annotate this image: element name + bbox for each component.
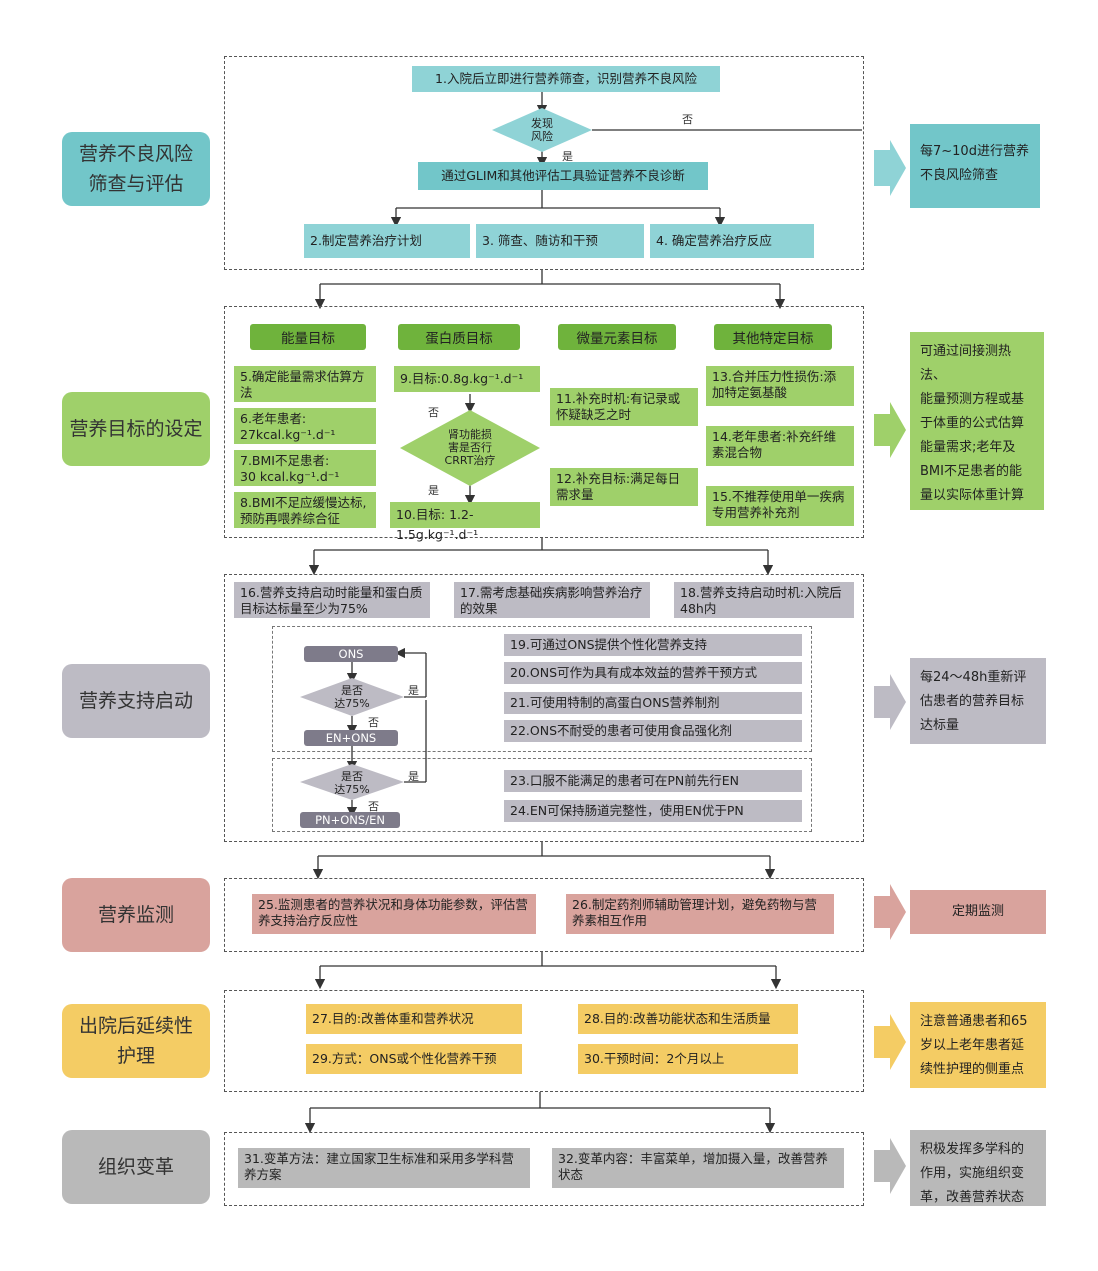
- step-5: 5.确定能量需求估算方法: [234, 366, 376, 402]
- en-subframe: [272, 758, 812, 832]
- step-26: 26.制定药剂师辅助管理计划，避免药物与营养素相互作用: [566, 894, 834, 934]
- renal-diamond: [400, 410, 540, 486]
- step-22: 22.ONS不耐受的患者可使用食品强化剂: [504, 720, 802, 742]
- ons-subframe: [272, 626, 812, 752]
- renal-diamond-label: 肾功能损 害是否行 CRRT治疗: [444, 428, 496, 467]
- step-20: 20.ONS可作为具有成本效益的营养干预方式: [504, 662, 802, 684]
- step-25: 25.监测患者的营养状况和身体功能参数，评估营养支持治疗反应性: [252, 894, 536, 934]
- step-12: 12.补充目标:满足每日需求量: [550, 468, 698, 506]
- side-arrow-6: [874, 1138, 906, 1194]
- side-note-goals: 可通过间接测热法、 能量预测方程或基 于体重的公式估算 能量需求;老年及 BMI…: [910, 332, 1044, 510]
- section-label-goals: 营养目标的设定: [62, 392, 210, 466]
- risk-yes-label: 是: [562, 150, 573, 163]
- header-protein: 蛋白质目标: [398, 324, 520, 350]
- step-23: 23.口服不能满足的患者可在PN前先行EN: [504, 770, 802, 792]
- en-no-label: 否: [368, 800, 379, 813]
- pn-node: PN+ONS/EN: [300, 812, 400, 828]
- step-9: 9.目标:0.8g.kg⁻¹.d⁻¹: [394, 366, 540, 392]
- section-1-frame: [224, 56, 864, 270]
- step-21: 21.可使用特制的高蛋白ONS营养制剂: [504, 692, 802, 714]
- step-7: 7.BMI不足患者: 30 kcal.kg⁻¹.d⁻¹: [234, 450, 376, 486]
- section-4-frame: [224, 878, 864, 952]
- step-31: 31.变革方法：建立国家卫生标准和采用多学科营养方案: [238, 1148, 530, 1188]
- ons-diamond: [300, 678, 404, 716]
- section-label-discharge: 出院后延续性 护理: [62, 1004, 210, 1078]
- step-2: 2.制定营养治疗计划: [304, 224, 470, 258]
- section-6-frame: [224, 1132, 864, 1206]
- risk-no-label: 否: [682, 113, 693, 126]
- section-label-organization: 组织变革: [62, 1130, 210, 1204]
- section-5-frame: [224, 990, 864, 1092]
- side-arrow-4: [874, 884, 906, 940]
- step-17: 17.需考虑基础疾病影响营养治疗的效果: [454, 582, 650, 618]
- step-32: 32.变革内容：丰富菜单，增加摄入量，改善营养状态: [552, 1148, 844, 1188]
- en-diamond-label: 是否 达75%: [334, 770, 370, 796]
- header-micro: 微量元素目标: [558, 324, 676, 350]
- step-19: 19.可通过ONS提供个性化营养支持: [504, 634, 802, 656]
- step-18: 18.营养支持启动时机:入院后48h内: [674, 582, 854, 618]
- header-other: 其他特定目标: [714, 324, 832, 350]
- header-energy: 能量目标: [250, 324, 366, 350]
- step-4: 4. 确定营养治疗反应: [650, 224, 814, 258]
- step-6: 6.老年患者: 27kcal.kg⁻¹.d⁻¹: [234, 408, 376, 444]
- side-arrow-1: [874, 140, 906, 196]
- side-arrow-5: [874, 1014, 906, 1070]
- step-29: 29.方式：ONS或个性化营养干预: [306, 1044, 522, 1074]
- step-13: 13.合并压力性损伤:添加特定氨基酸: [706, 366, 854, 406]
- step-16: 16.营养支持启动时能量和蛋白质目标达标量至少为75%: [234, 582, 430, 618]
- section-label-monitoring: 营养监测: [62, 878, 210, 952]
- renal-no-label: 否: [428, 406, 439, 419]
- section-label-screening: 营养不良风险 筛查与评估: [62, 132, 210, 206]
- ons-yes-label: 是: [408, 684, 419, 697]
- ons-no-label: 否: [368, 716, 379, 729]
- risk-diamond: [492, 108, 592, 152]
- step-14: 14.老年患者:补充纤维素混合物: [706, 426, 854, 466]
- en-ons-node: EN+ONS: [304, 730, 398, 746]
- step-11: 11.补充时机:有记录或怀疑缺乏之时: [550, 388, 698, 426]
- side-note-discharge: 注意普通患者和65 岁以上老年患者延 续性护理的侧重点: [910, 1002, 1046, 1088]
- ons-diamond-label: 是否 达75%: [334, 684, 370, 710]
- step-30: 30.干预时间：2个月以上: [578, 1044, 798, 1074]
- side-arrow-2: [874, 402, 906, 458]
- side-arrow-3: [874, 674, 906, 730]
- step-28: 28.目的:改善功能状态和生活质量: [578, 1004, 798, 1034]
- step-3: 3. 筛查、随访和干预: [476, 224, 644, 258]
- step-8: 8.BMI不足应缓慢达标,预防再喂养综合征: [234, 492, 376, 528]
- side-note-screening: 每7~10d进行营养 不良风险筛查: [910, 124, 1040, 208]
- side-note-initiation: 每24～48h重新评 估患者的营养目标 达标量: [910, 658, 1046, 744]
- en-diamond: [300, 764, 404, 800]
- en-yes-label: 是: [408, 770, 419, 783]
- section-label-initiation: 营养支持启动: [62, 664, 210, 738]
- ons-node: ONS: [304, 646, 398, 662]
- connectors: [304, 92, 862, 1134]
- section-3-frame: [224, 574, 864, 842]
- risk-diamond-label: 发现 风险: [531, 117, 553, 143]
- renal-yes-label: 是: [428, 484, 439, 497]
- step-1: 1.入院后立即进行营养筛查，识别营养不良风险: [412, 66, 720, 92]
- side-note-organization: 积极发挥多学科的 作用，实施组织变 革，改善营养状态: [910, 1130, 1046, 1206]
- step-27: 27.目的:改善体重和营养状况: [306, 1004, 522, 1034]
- step-10: 10.目标: 1.2-1.5g.kg⁻¹.d⁻¹: [390, 502, 540, 542]
- step-15: 15.不推荐使用单一疾病专用营养补充剂: [706, 486, 854, 526]
- step-24: 24.EN可保持肠道完整性，使用EN优于PN: [504, 800, 802, 822]
- section-2-frame: [224, 306, 864, 538]
- side-note-monitoring: 定期监测: [910, 890, 1046, 934]
- glim-step: 通过GLIM和其他评估工具验证营养不良诊断: [418, 162, 708, 190]
